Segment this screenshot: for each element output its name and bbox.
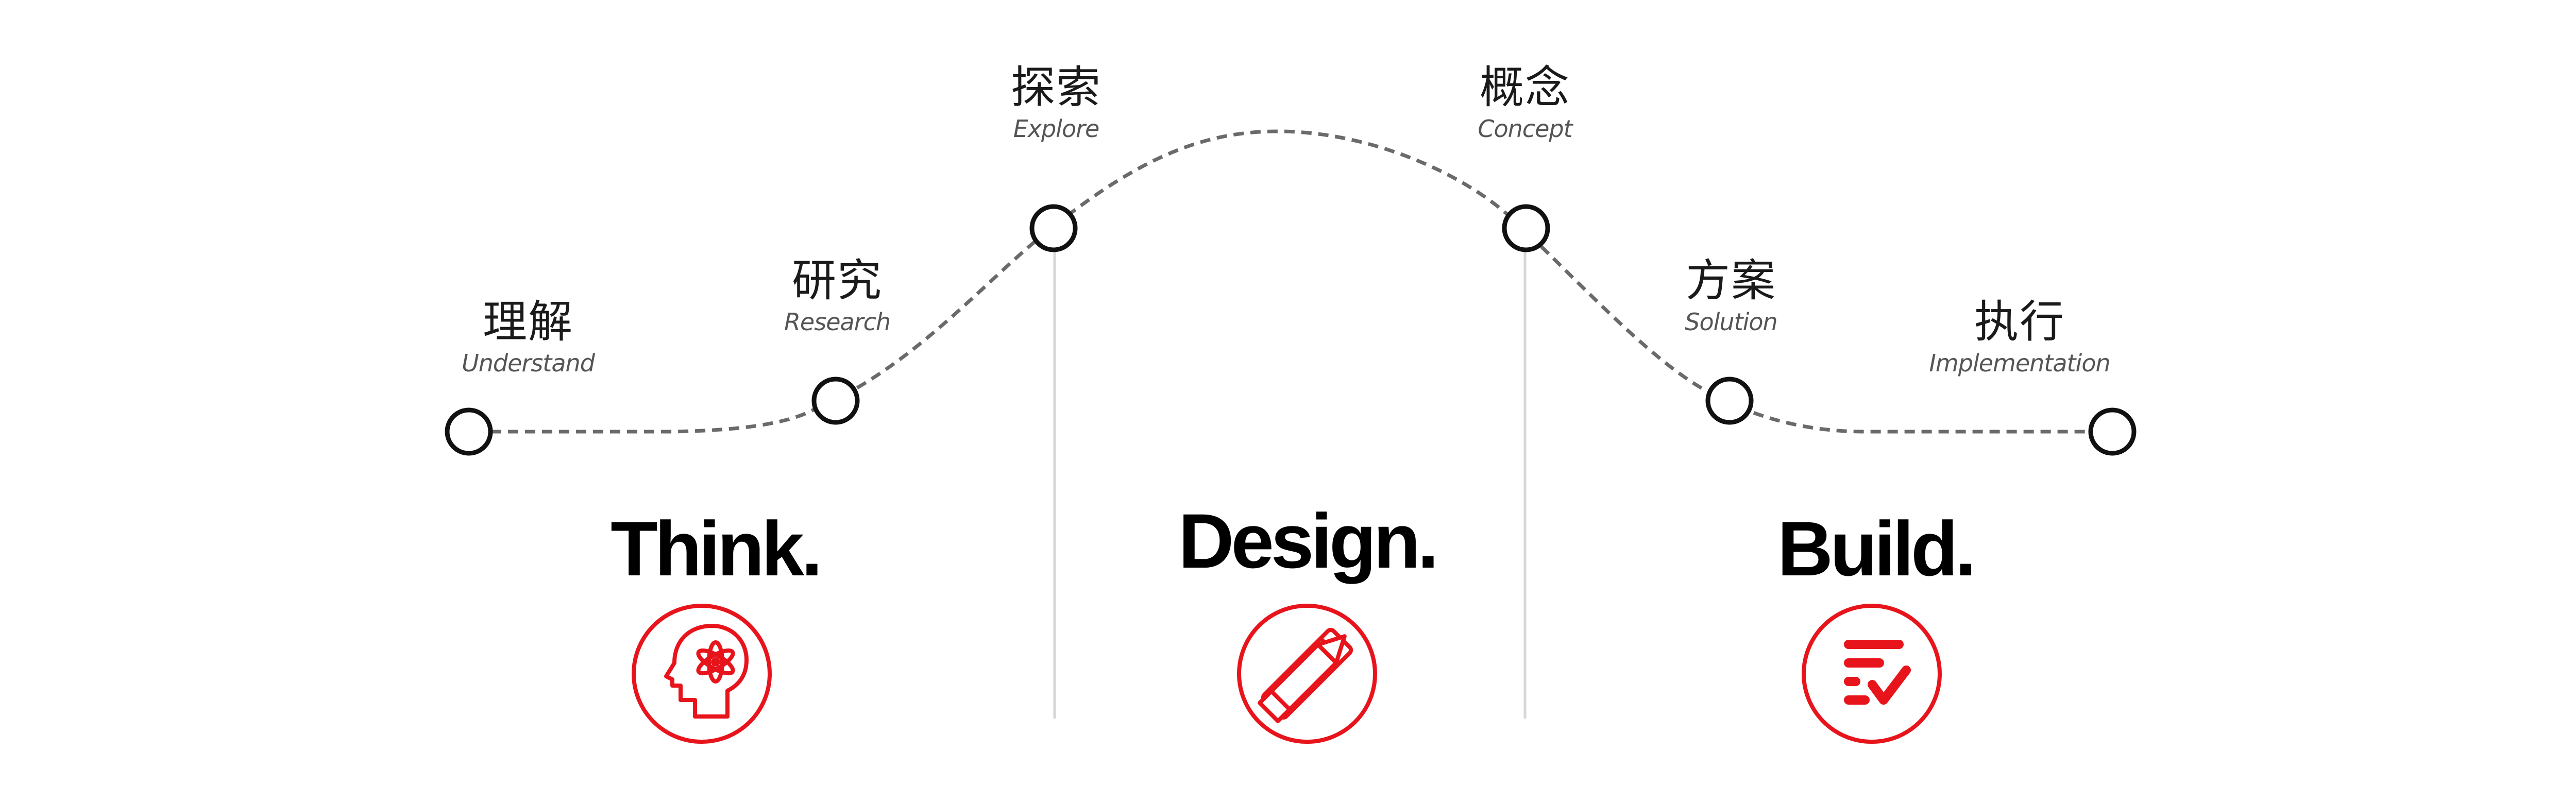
stage-zh: 概念: [1480, 62, 1570, 113]
stage-en: Implementation: [1929, 349, 2110, 377]
node-solution: [1705, 377, 1754, 425]
stage-label-concept: 概念 Concept: [1478, 62, 1572, 144]
phase-title: Design.: [1178, 498, 1439, 584]
stage-label-understand: 理解 Understand: [462, 296, 595, 379]
stage-zh: 方案: [1686, 255, 1776, 306]
stage-zh: 理解: [483, 296, 573, 348]
node-concept: [1502, 204, 1550, 252]
phase-title: Think.: [611, 505, 823, 592]
phase-think: Think.: [611, 505, 823, 592]
stage-en: Concept: [1478, 115, 1572, 143]
stage-label-research: 研究 Research: [784, 255, 891, 337]
process-curve: [491, 129, 2090, 434]
phase-build: Build.: [1777, 505, 1977, 592]
phase-design: Design.: [1178, 497, 1439, 585]
stage-en: Explore: [1013, 115, 1100, 143]
phase-title: Build.: [1777, 505, 1977, 592]
stage-zh: 研究: [791, 255, 883, 306]
stage-zh: 探索: [1011, 62, 1101, 113]
checklist-check-icon: [1802, 604, 1942, 744]
node-explore: [1029, 204, 1078, 252]
stage-nodes: [445, 204, 2137, 456]
stage-en: Research: [784, 308, 891, 336]
head-atom-icon: [632, 604, 772, 744]
stage-en: Solution: [1685, 308, 1777, 336]
stage-label-solution: 方案 Solution: [1685, 255, 1777, 337]
stage-en: Understand: [462, 349, 595, 377]
stage-zh: 执行: [1974, 296, 2065, 348]
stage-label-explore: 探索 Explore: [1011, 62, 1101, 144]
node-research: [811, 377, 860, 425]
node-understand: [445, 407, 493, 456]
node-implementation: [2088, 407, 2137, 456]
pencil-ruler-icon: [1237, 604, 1377, 744]
stage-label-implementation: 执行 Implementation: [1929, 296, 2110, 379]
